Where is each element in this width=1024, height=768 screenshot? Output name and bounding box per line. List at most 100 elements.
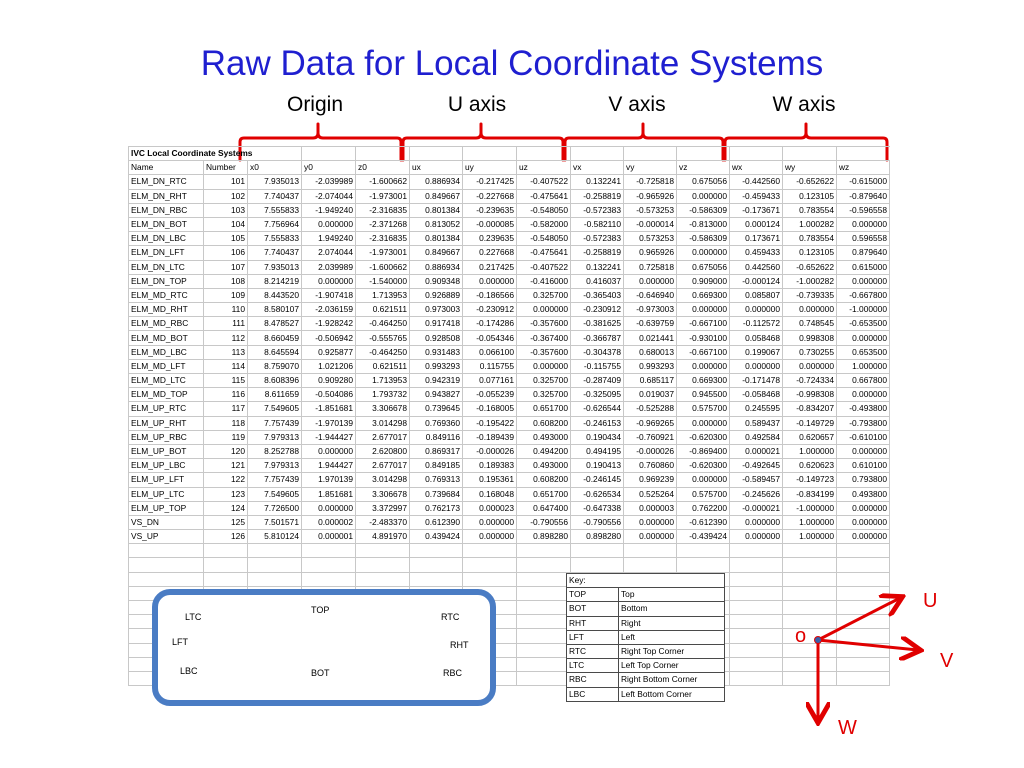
table-cell: -0.548050	[516, 202, 571, 218]
u-label: U	[923, 590, 938, 612]
w-axis-bracket	[723, 122, 889, 162]
diagram-top-label: TOP	[311, 605, 330, 615]
table-cell: 0.783554	[782, 231, 837, 247]
empty-cell	[836, 670, 890, 687]
table-cell: 0.239635	[462, 231, 517, 247]
v-arrow	[817, 640, 918, 650]
origin-bracket	[238, 122, 403, 162]
table-cell: -0.652622	[782, 174, 837, 190]
diagram-rtc-label: RTC	[441, 612, 460, 622]
column-header: wz	[836, 160, 890, 176]
empty-row	[128, 557, 890, 573]
empty-cell	[570, 145, 624, 162]
origin-label: Origin	[286, 93, 344, 116]
o-label: o	[795, 625, 807, 647]
table-cell: -0.572383	[570, 202, 624, 218]
position-diagram-box: LTC TOP RTC LFT RHT LBC BOT RBC	[152, 589, 496, 706]
table-cell: 7.935013	[247, 174, 302, 190]
empty-row	[128, 543, 890, 559]
table-cell: 1.000282	[782, 216, 837, 233]
table-cell: -0.407522	[516, 174, 571, 190]
empty-cell	[516, 145, 571, 162]
table-cell: 0.801384	[409, 231, 463, 247]
table-cell: 7.756964	[247, 216, 302, 233]
table-cell: 0.886934	[409, 174, 463, 190]
row-name-cell: ELM_DN_RTC	[128, 174, 204, 190]
table-cell: -0.615000	[836, 174, 890, 190]
table-cell: 103	[203, 202, 248, 218]
diagram-rht-label: RHT	[450, 640, 469, 650]
empty-cell	[409, 145, 463, 162]
table-cell: 0.783554	[782, 202, 837, 218]
sheet-caption: IVC Local Coordinate Systems	[128, 145, 302, 162]
table-cell: 0.573253	[623, 231, 677, 247]
diagram-ltc-label: LTC	[185, 612, 202, 622]
slide-title: Raw Data for Local Coordinate Systems	[200, 44, 824, 83]
table-cell: -1.973001	[355, 188, 410, 204]
empty-cell	[676, 145, 730, 162]
table-cell: -0.239635	[462, 202, 517, 218]
v-axis-label: V axis	[608, 93, 666, 116]
empty-cell	[782, 145, 837, 162]
diagram-rbc-label: RBC	[443, 668, 463, 678]
empty-cell	[623, 145, 677, 162]
diagram-lbc-label: LBC	[180, 666, 198, 676]
v-label: V	[940, 650, 954, 672]
table-cell: 7.555833	[247, 231, 302, 247]
table-cell: 0.000000	[836, 330, 890, 346]
u-axis-bracket	[401, 122, 565, 162]
origin-dot	[814, 636, 822, 644]
table-cell: -0.879640	[836, 188, 890, 204]
table-cell: 0.000124	[729, 216, 783, 233]
table-cell: -0.586309	[676, 202, 730, 218]
table-cell: -0.475641	[516, 188, 571, 204]
sheet-caption-row: IVC Local Coordinate Systems	[128, 145, 890, 162]
v-axis-bracket	[563, 122, 725, 162]
table-cell: 105	[203, 231, 248, 247]
row-name-cell: ELM_DN_BOT	[128, 216, 204, 233]
table-cell: -0.582110	[570, 216, 624, 233]
diagram-lft-label: LFT	[172, 637, 189, 647]
empty-cell	[462, 145, 517, 162]
table-cell: -0.813000	[676, 216, 730, 233]
table-cell: 0.000000	[301, 216, 356, 233]
u-axis-label: U axis	[447, 93, 507, 116]
table-cell: -2.316835	[355, 231, 410, 247]
row-name-cell: ELM_DN_LBC	[128, 231, 204, 247]
table-cell: 0.596558	[836, 231, 890, 247]
table-cell: 0.493800	[836, 486, 890, 502]
table-cell: 1.949240	[301, 231, 356, 247]
diagram-bot-label: BOT	[311, 668, 330, 678]
table-cell: -0.725818	[623, 174, 677, 190]
w-axis-label: W axis	[772, 93, 836, 116]
u-arrow	[817, 598, 900, 642]
table-cell: 0.123105	[782, 188, 837, 204]
w-label: W	[838, 717, 857, 739]
column-header: vy	[623, 160, 677, 176]
table-cell: -0.596558	[836, 202, 890, 218]
table-cell: 0.000000	[836, 216, 890, 233]
